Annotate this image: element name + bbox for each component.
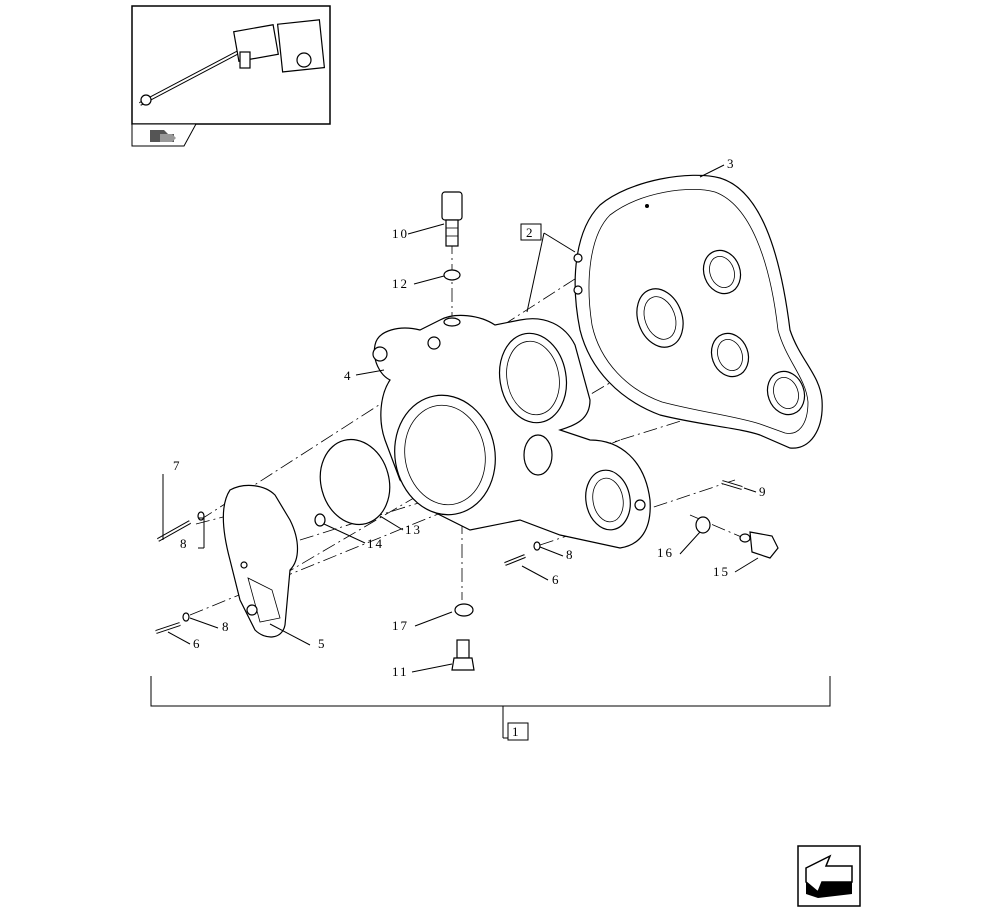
- part-label-8-b: 8: [222, 619, 231, 634]
- breather-plug: [441, 191, 463, 247]
- front-cover: [222, 484, 299, 638]
- part-label-4: 4: [344, 368, 353, 383]
- sealing-washer-top: [443, 269, 461, 281]
- part-label-9: 9: [759, 484, 768, 499]
- small-o-ring-14: [314, 513, 326, 527]
- part-label-7: 7: [173, 458, 182, 473]
- part-label-17: 17: [392, 618, 409, 633]
- label-box-2: [520, 223, 542, 241]
- part-label-2: 2: [526, 225, 535, 240]
- part-label-5: 5: [318, 636, 327, 651]
- part-label-1: 1: [512, 724, 521, 739]
- drain-plug: [451, 639, 475, 671]
- washer-8-c: [533, 541, 541, 551]
- part-label-16: 16: [657, 545, 674, 560]
- next-page-arrow-icon[interactable]: [797, 845, 861, 907]
- part-label-14: 14: [367, 536, 384, 551]
- part-label-12: 12: [392, 276, 409, 291]
- bolt-6-left: [155, 622, 181, 634]
- part-label-8-a: 8: [180, 536, 189, 551]
- catalog-reference-icon[interactable]: [131, 123, 197, 147]
- seal-ring-16: [695, 516, 711, 534]
- part-label-11: 11: [392, 664, 409, 679]
- o-ring-seal: [319, 438, 391, 526]
- part-label-3: 3: [727, 156, 736, 171]
- label-box-1: [507, 722, 529, 741]
- bolt-6-right: [504, 554, 526, 566]
- leader-lines: [162, 164, 759, 673]
- plug-15: [739, 531, 779, 559]
- assembly-bracket: [150, 676, 831, 739]
- part-label-6-left: 6: [193, 636, 202, 651]
- assembly-thumbnail-icon: [131, 5, 331, 125]
- part-label-6-right: 6: [552, 572, 561, 587]
- part-label-13: 13: [405, 522, 422, 537]
- part-label-15: 15: [713, 564, 730, 579]
- part-label-10: 10: [392, 226, 409, 241]
- part-label-8-c: 8: [566, 547, 575, 562]
- washer-8-b: [182, 612, 190, 622]
- rear-housing-plate: [573, 174, 823, 449]
- dowel-pin-9: [721, 480, 743, 490]
- sealing-washer-bottom: [454, 603, 474, 617]
- main-gearbox-housing: [372, 314, 651, 549]
- washer-8-a: [197, 511, 205, 521]
